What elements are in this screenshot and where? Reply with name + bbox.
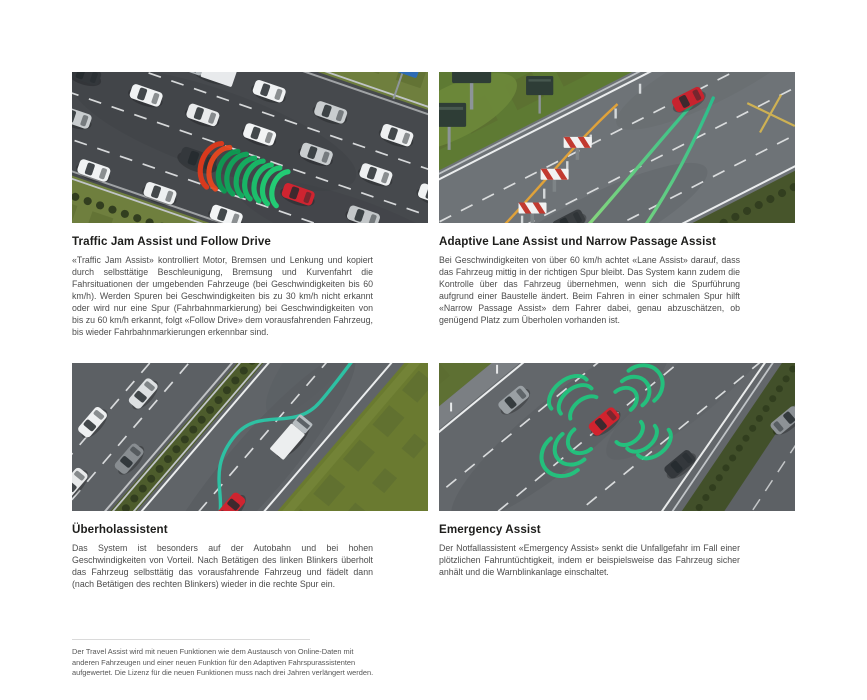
radar-arcs [539,363,673,479]
panel-body: Der Notfallassistent «Emergency Assist» … [439,543,740,577]
emergency-assist-photo [439,363,795,511]
radar-fan [197,140,291,209]
footnote-text: Der Travel Assist wird mit neuen Funktio… [72,647,374,678]
panel-heading: Emergency Assist [439,523,541,536]
panel-emergency-assist: Emergency Assist Der Notfallassistent «E… [439,363,795,579]
yellow-cross-marking [746,94,795,134]
panel-body: Bei Geschwindigkeiten von über 60 km/h a… [439,255,740,325]
panel-traffic-jam-assist: Traffic Jam Assist und Follow Drive «Tra… [72,72,428,339]
panel-heading: Adaptive Lane Assist und Narrow Passage … [439,235,716,248]
overtaking-path-line [209,363,371,511]
panel-heading: Traffic Jam Assist und Follow Drive [72,235,271,248]
footnote-divider [72,639,310,640]
panel-heading: Überholassistent [72,523,168,536]
panel-adaptive-lane-assist: Adaptive Lane Assist und Narrow Passage … [439,72,795,327]
motorway-sign [388,72,423,100]
traffic-jam-assist-photo [72,72,428,223]
panel-body: Das System ist besonders auf der Autobah… [72,543,373,589]
adaptive-lane-assist-photo [439,72,795,223]
ueberholassistent-photo [72,363,428,511]
delineator-posts [450,364,499,412]
lane-guidance-lines [502,96,715,223]
panel-body: «Traffic Jam Assist» kontrolliert Motor,… [72,255,373,337]
panel-ueberholassistent: Überholassistent Das System ist besonder… [72,363,428,591]
